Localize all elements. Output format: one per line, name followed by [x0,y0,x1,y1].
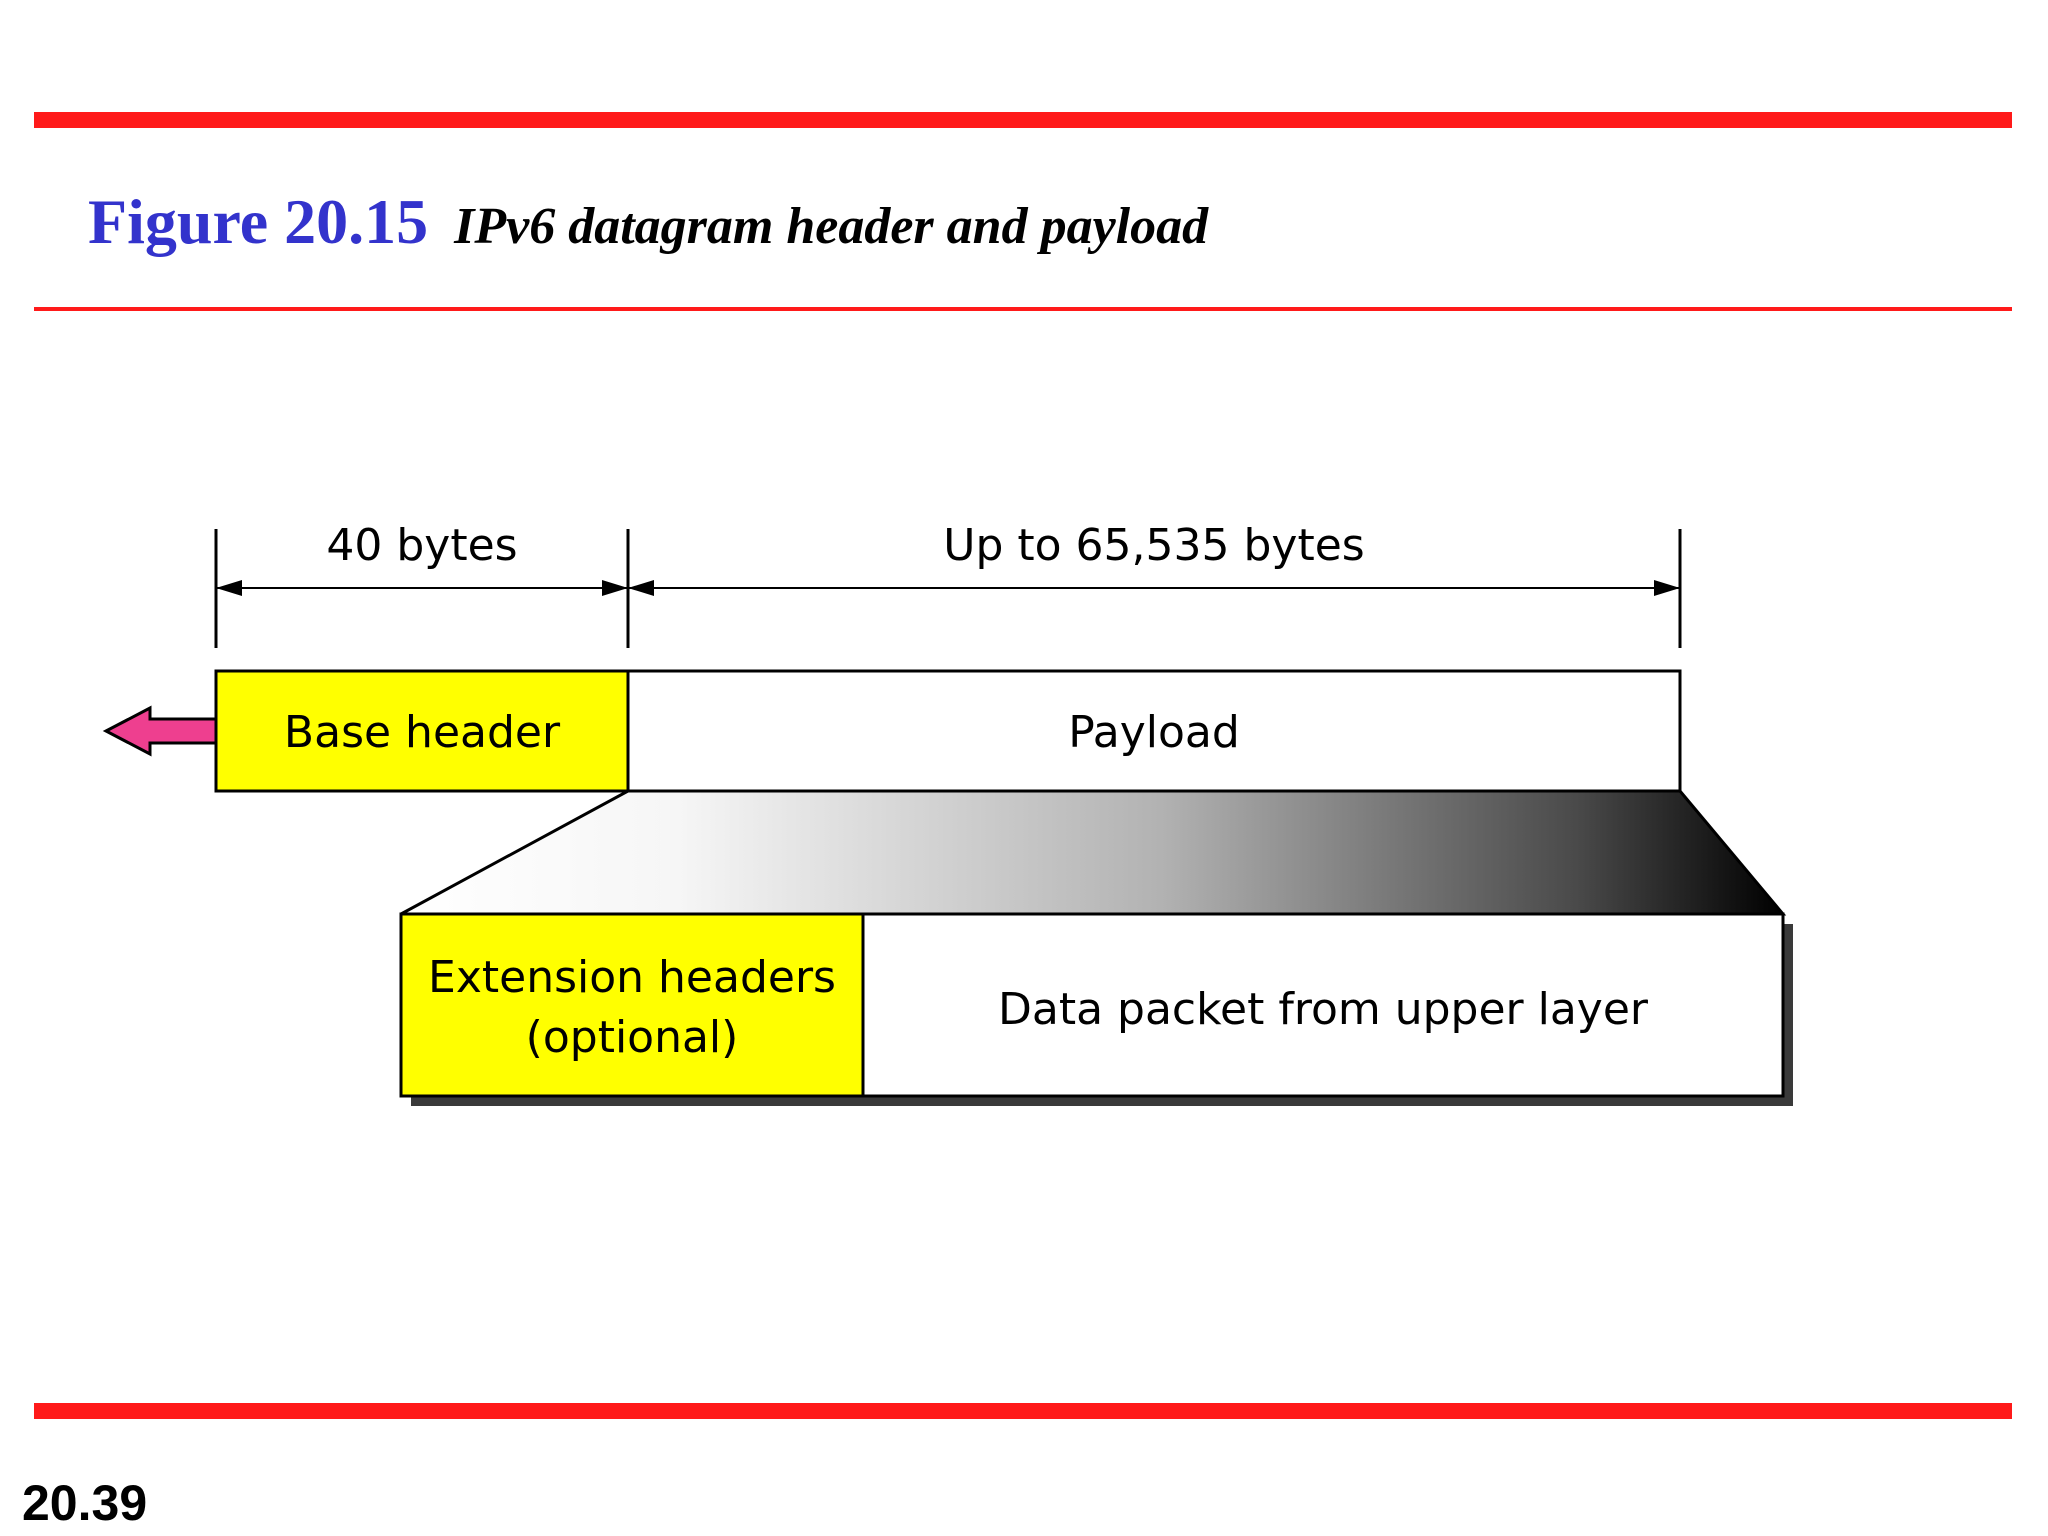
extension-headers-optional-label: (optional) [526,1012,739,1063]
extension-headers-label: Extension headers [428,952,836,1003]
figure-number: Figure 20.15 [88,186,429,257]
bottom-red-rule [34,1403,2012,1419]
left-arrow-icon [102,705,218,757]
data-packet-label: Data packet from upper layer [998,984,1649,1035]
header-size-dimension-arrow [216,580,628,596]
extension-headers-block [399,912,865,1098]
title-underline-rule [34,307,2012,311]
base-header-block [214,669,630,793]
base-header-label: Base header [284,707,561,758]
header-size-label: 40 bytes [326,520,517,571]
top-red-rule [34,112,2012,128]
payload-block [626,669,1682,793]
payload-label: Payload [1068,707,1240,758]
payload-expansion-trapezoid [400,789,1787,916]
figure-caption: IPv6 datagram header and payload [454,198,1209,255]
payload-size-dimension-arrow [628,580,1680,596]
payload-size-label: Up to 65,535 bytes [943,520,1364,571]
page-number: 20.39 [22,1475,148,1531]
data-packet-block [861,912,1785,1098]
